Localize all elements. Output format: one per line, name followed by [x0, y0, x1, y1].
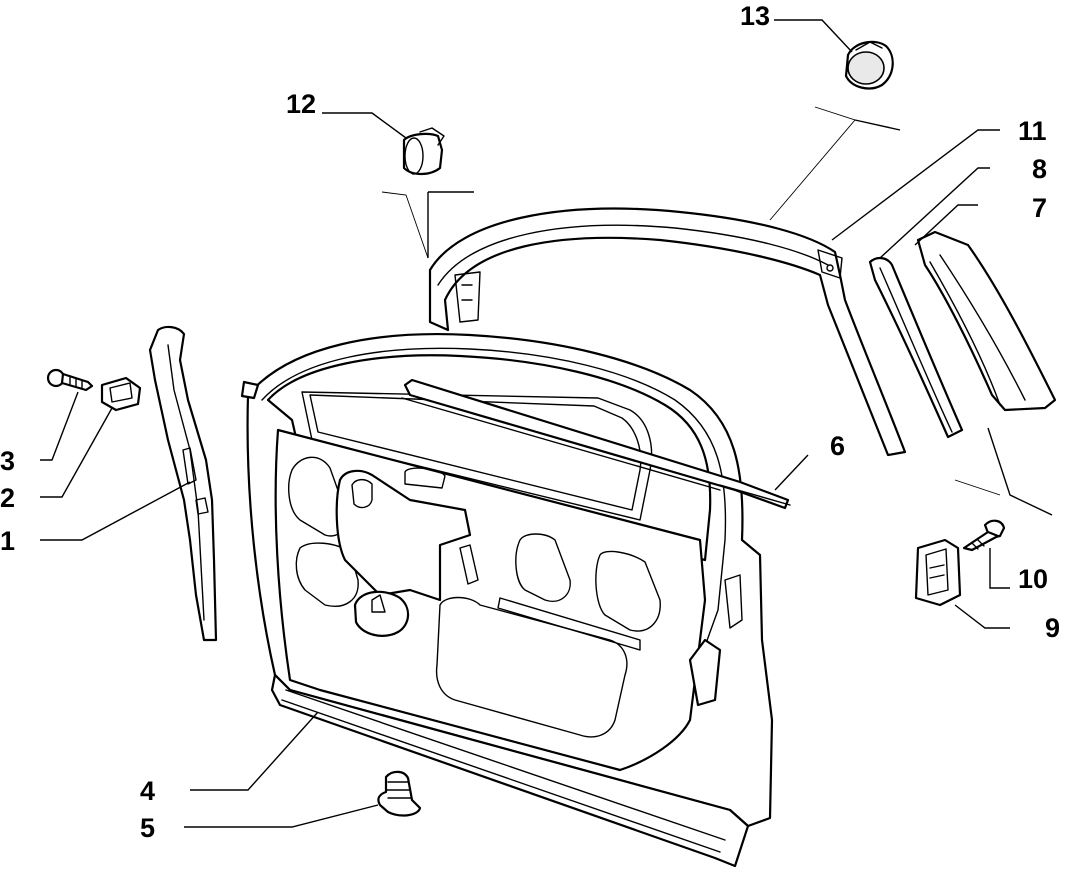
callout-11: 11 [1018, 116, 1047, 146]
callout-10: 10 [1018, 564, 1048, 594]
callout-2: 2 [0, 483, 15, 513]
callout-5: 5 [140, 813, 155, 843]
callout-3: 3 [0, 446, 15, 476]
callout-9: 9 [1045, 613, 1060, 643]
callout-1: 1 [0, 526, 15, 556]
part-2-clip [100, 376, 142, 412]
part-10-screw [962, 519, 1006, 552]
callout-8: 8 [1032, 154, 1047, 184]
part-9-striker-cover [914, 538, 962, 607]
part-1-front-reinforcement [148, 325, 218, 642]
part-13-plug [844, 40, 894, 90]
part-8-pillar-trim [868, 256, 964, 439]
part-11-upper-frame [428, 207, 907, 457]
part-6-channel-strip [719, 484, 791, 506]
door-shell [240, 332, 790, 868]
callout-labels: 1 2 3 4 5 6 7 8 9 10 11 12 13 [0, 1, 1060, 843]
leader-lines [40, 19, 1053, 828]
part-5-plug-clip [377, 770, 422, 817]
part-12-plug [402, 127, 445, 176]
callout-13: 13 [740, 1, 770, 31]
part-7-pillar-trim-outer [916, 230, 1057, 412]
part-3-screw [46, 368, 94, 392]
callout-4: 4 [140, 776, 155, 806]
callout-7: 7 [1032, 193, 1047, 223]
callout-6: 6 [830, 431, 845, 461]
callout-12: 12 [286, 89, 316, 119]
